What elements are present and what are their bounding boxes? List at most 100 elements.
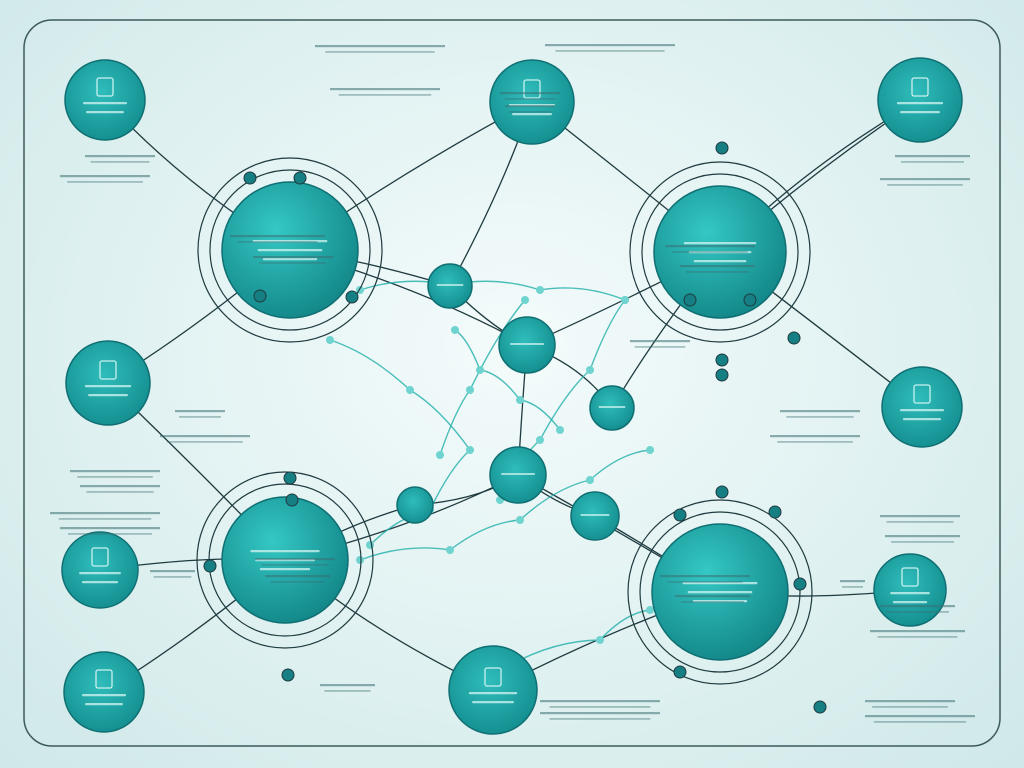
node-text-line — [468, 692, 518, 695]
node-glyph — [95, 669, 113, 689]
text-placeholder-line — [840, 580, 865, 583]
node-text-line — [82, 694, 126, 697]
node-circle — [396, 486, 434, 524]
text-placeholder-line — [672, 251, 748, 253]
connector-dot — [281, 668, 295, 682]
accent-joint — [646, 606, 654, 614]
node-ring — [196, 471, 374, 649]
node-circle — [448, 645, 538, 735]
node-text-line — [687, 591, 753, 594]
connector-dot — [243, 171, 257, 185]
node-bigR — [653, 185, 787, 319]
text-placeholder-line — [540, 700, 660, 703]
node-s2 — [589, 385, 635, 431]
text-placeholder-line — [86, 491, 154, 493]
connector-dot — [253, 289, 267, 303]
node-circle — [61, 531, 139, 609]
text-placeholder-line — [68, 533, 152, 535]
text-placeholder-line — [901, 161, 964, 163]
text-placeholder-line — [887, 184, 963, 186]
node-text-line — [88, 394, 128, 397]
connector-dot — [203, 559, 217, 573]
connector-dot — [285, 493, 299, 507]
text-placeholders — [50, 44, 975, 723]
connector-dot — [283, 471, 297, 485]
text-placeholder-line — [77, 476, 153, 478]
text-placeholder-line — [634, 346, 686, 348]
connector-dot — [793, 577, 807, 591]
text-placeholder-line — [549, 718, 651, 720]
text-placeholder-line — [877, 636, 958, 638]
text-placeholder-line — [259, 262, 327, 264]
node-glyph — [99, 360, 117, 380]
accent-joint — [356, 556, 364, 564]
node-bigL — [221, 181, 359, 319]
text-placeholder-line — [153, 576, 192, 578]
accent-joint — [476, 366, 484, 374]
text-placeholder-line — [85, 155, 155, 158]
text-placeholder-line — [509, 111, 551, 113]
accent-joint — [516, 516, 524, 524]
text-placeholder-line — [886, 521, 954, 523]
node-bbl — [63, 651, 145, 733]
connector-dot — [787, 331, 801, 345]
text-placeholder-line — [549, 706, 651, 708]
node-tc — [489, 59, 575, 145]
node-ml — [65, 340, 151, 426]
text-placeholder-line — [175, 410, 225, 413]
accent-joint — [451, 326, 459, 334]
node-text-line — [259, 568, 311, 571]
connector-dot — [813, 700, 827, 714]
accent-joint — [536, 436, 544, 444]
node-text-line — [900, 409, 944, 412]
node-tr — [877, 57, 963, 143]
accent-line — [509, 609, 651, 666]
connector-dots — [203, 141, 827, 714]
node-text-line — [83, 102, 127, 105]
node-bl — [61, 531, 139, 609]
text-placeholder-line — [786, 416, 854, 418]
node-ring — [641, 173, 799, 331]
text-placeholder-line — [660, 575, 750, 578]
text-placeholder-line — [58, 518, 152, 520]
accent-line — [359, 280, 626, 301]
node-text-line — [257, 249, 323, 252]
node-text-line — [692, 600, 748, 603]
text-placeholder-line — [681, 601, 744, 603]
node-circle — [65, 340, 151, 426]
node-text-line — [84, 385, 132, 388]
text-placeholder-line — [865, 700, 955, 703]
text-placeholder-line — [150, 570, 195, 573]
text-placeholder-line — [60, 527, 160, 530]
node-ring — [209, 169, 371, 331]
node-s3 — [396, 486, 434, 524]
accent-joint — [536, 286, 544, 294]
node-text-line — [598, 406, 626, 408]
node-text-line — [510, 343, 544, 345]
accent-joint — [516, 396, 524, 404]
node-cen1 — [498, 316, 556, 374]
node-text-line — [79, 572, 121, 575]
node-text-line — [85, 703, 123, 706]
text-placeholder-line — [70, 470, 160, 473]
node-text-line — [903, 418, 941, 421]
accent-joint — [406, 386, 414, 394]
text-placeholder-line — [630, 340, 690, 343]
text-placeholder-line — [90, 161, 150, 163]
node-circle — [63, 651, 145, 733]
text-placeholder-line — [60, 175, 150, 178]
text-placeholder-line — [667, 581, 743, 583]
node-text-line — [436, 284, 464, 286]
accent-line — [454, 329, 561, 431]
node-bigBR — [651, 523, 789, 661]
text-placeholder-line — [167, 441, 243, 443]
text-placeholder-line — [865, 715, 975, 718]
node-circle — [877, 57, 963, 143]
connector-dot — [345, 290, 359, 304]
node-text-line — [890, 592, 930, 595]
node-text-line — [501, 473, 535, 475]
text-placeholder-line — [230, 235, 325, 238]
node-ring — [627, 499, 813, 685]
frame — [23, 19, 1001, 747]
